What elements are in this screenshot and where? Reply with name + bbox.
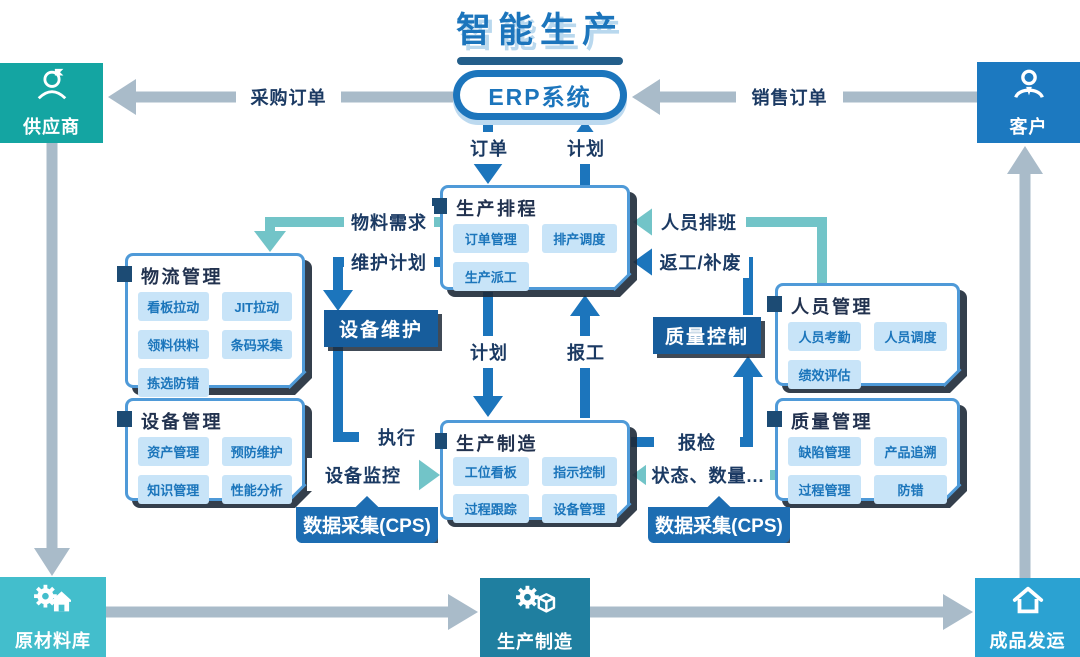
module-title: 物流管理 xyxy=(141,267,223,287)
module-items: 缺陷管理 产品追溯 过程管理 防错 xyxy=(788,437,947,504)
flow-label-material-requirement: 物料需求 xyxy=(344,206,434,238)
flow-label-execute: 执行 xyxy=(359,421,435,452)
house-icon xyxy=(1009,583,1047,622)
module-item: 人员调度 xyxy=(874,322,947,351)
customer-person-icon xyxy=(1010,67,1048,108)
node-production-floor: 生产制造 xyxy=(480,578,590,657)
node-finished-goods-shipping: 成品发运 xyxy=(975,578,1080,657)
gray-flow-lines xyxy=(46,91,1031,618)
flow-label-equipment-monitoring: 设备监控 xyxy=(307,458,419,491)
flow-label-staff-scheduling: 人员排班 xyxy=(652,206,746,238)
module-item: 订单管理 xyxy=(453,224,529,253)
gear-box-icon xyxy=(513,582,557,623)
node-label: 供应商 xyxy=(23,117,80,137)
module-item: 过程跟踪 xyxy=(453,494,529,523)
module-item: 看板拉动 xyxy=(138,292,209,321)
module-item: 拣选防错 xyxy=(138,368,209,397)
flow-label-purchase-order: 采购订单 xyxy=(236,81,341,113)
flow-label-inspection-request: 报检 xyxy=(654,426,740,458)
module-personnel-management: 人员管理 人员考勤 人员调度 绩效评估 xyxy=(767,283,960,389)
module-quality-management: 质量管理 缺陷管理 产品追溯 过程管理 防错 xyxy=(767,398,960,504)
title-underline xyxy=(457,57,623,65)
erp-system-label: ERP系统 xyxy=(460,77,620,113)
module-item: 预防维护 xyxy=(221,437,292,466)
module-title-bullet xyxy=(767,411,782,427)
node-label: 原材料库 xyxy=(15,631,91,651)
flow-label-order: 订单 xyxy=(447,132,531,164)
module-item: 排产调度 xyxy=(541,224,617,253)
flow-label-plan-to-erp: 计划 xyxy=(544,132,628,164)
module-title-bullet xyxy=(117,266,132,282)
module-items: 订单管理 排产调度 生产派工 xyxy=(453,224,617,291)
supplier-person-icon xyxy=(33,67,71,108)
module-items: 资产管理 预防维护 知识管理 性能分析 xyxy=(138,437,292,504)
flow-label-status-quantity: 状态、数量... xyxy=(646,458,770,491)
module-title: 质量管理 xyxy=(791,412,873,432)
module-items: 工位看板 指示控制 过程跟踪 设备管理 xyxy=(453,457,617,523)
module-item: 产品追溯 xyxy=(874,437,947,466)
module-item: 工位看板 xyxy=(453,457,529,486)
module-item: 资产管理 xyxy=(138,437,209,466)
module-item: 条码采集 xyxy=(221,330,292,359)
gear-house-icon xyxy=(31,581,75,622)
module-item: 防错 xyxy=(874,475,947,504)
module-item: 生产派工 xyxy=(453,262,529,291)
module-item: 指示控制 xyxy=(541,457,617,486)
module-item: JIT拉动 xyxy=(221,292,292,321)
module-item: 绩效评估 xyxy=(788,360,861,389)
module-item: 缺陷管理 xyxy=(788,437,861,466)
node-raw-material-store: 原材料库 xyxy=(0,577,106,657)
module-item: 人员考勤 xyxy=(788,322,861,351)
module-title-bullet xyxy=(432,433,447,449)
node-label: 客户 xyxy=(1009,116,1048,137)
module-logistics-management: 物流管理 看板拉动 JIT拉动 领料供料 条码采集 拣选防错 xyxy=(117,253,305,397)
page-title: 智能生产 xyxy=(455,11,624,50)
module-title-bullet xyxy=(432,198,447,214)
module-production-manufacturing: 生产制造 工位看板 指示控制 过程跟踪 设备管理 xyxy=(432,420,630,523)
module-item: 领料供料 xyxy=(138,330,209,359)
node-customer: 客户 xyxy=(977,62,1080,143)
module-equipment-management: 设备管理 资产管理 预防维护 知识管理 性能分析 xyxy=(117,398,305,504)
module-title-bullet xyxy=(767,296,782,312)
module-title: 生产排程 xyxy=(456,199,538,219)
flow-label-work-report: 报工 xyxy=(544,336,628,368)
module-item: 性能分析 xyxy=(221,475,292,504)
gray-arrowheads xyxy=(34,79,1043,630)
module-items: 看板拉动 JIT拉动 领料供料 条码采集 拣选防错 xyxy=(138,292,292,397)
module-title: 生产制造 xyxy=(456,434,538,454)
module-production-scheduling: 生产排程 订单管理 排产调度 生产派工 xyxy=(432,185,630,291)
node-supplier: 供应商 xyxy=(0,63,103,143)
action-box-equipment-maintenance: 设备维护 xyxy=(324,310,438,347)
flow-label-sales-order: 销售订单 xyxy=(736,81,843,113)
flow-label-rework-scrap: 返工/补废 xyxy=(652,246,749,278)
flow-label-plan-to-manufacturing: 计划 xyxy=(447,336,531,368)
module-item: 过程管理 xyxy=(788,475,861,504)
action-box-quality-control: 质量控制 xyxy=(653,317,761,354)
node-label: 生产制造 xyxy=(497,631,573,652)
node-label: 成品发运 xyxy=(989,630,1066,651)
module-title: 设备管理 xyxy=(141,412,223,432)
flow-label-maintenance-plan: 维护计划 xyxy=(344,246,434,278)
module-item: 知识管理 xyxy=(138,475,209,504)
module-item: 设备管理 xyxy=(541,494,617,523)
erp-system-node: ERP系统 xyxy=(453,70,627,120)
module-items: 人员考勤 人员调度 绩效评估 xyxy=(788,322,947,389)
module-title: 人员管理 xyxy=(791,297,873,317)
module-title-bullet xyxy=(117,411,132,427)
